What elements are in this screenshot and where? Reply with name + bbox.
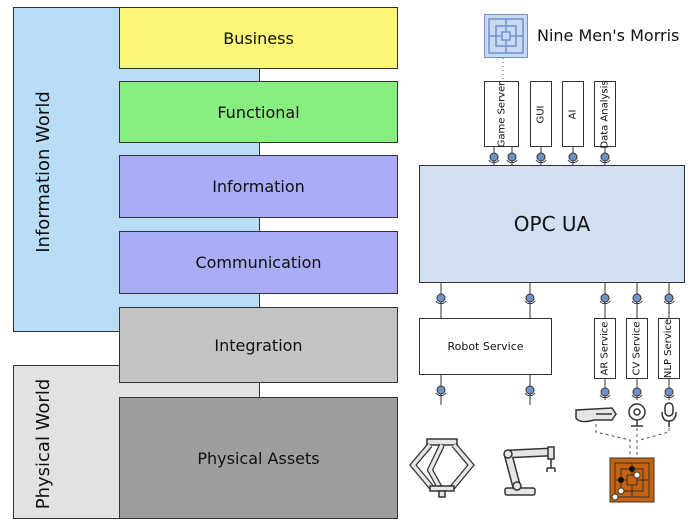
delta-robot-icon	[409, 438, 475, 498]
service-ar: AR Service	[594, 318, 616, 379]
physical-assets-layer: Physical Assets	[119, 397, 398, 519]
communication-layer: Communication	[119, 231, 398, 294]
functional-layer: Functional	[119, 81, 398, 143]
microphone-icon	[661, 402, 677, 427]
integration-layer: Integration	[119, 307, 398, 383]
service-ai: AI	[562, 81, 584, 147]
game-board-icon	[609, 457, 655, 503]
gripper-icon	[575, 407, 617, 423]
robot-service: Robot Service	[419, 318, 552, 375]
robot-arm-icon	[503, 446, 556, 496]
service-nlp: NLP Service	[658, 318, 680, 379]
opc-ua-hub: OPC UA	[419, 165, 685, 283]
service-game-server: Game Server	[484, 81, 519, 147]
information-layer: Information	[119, 155, 398, 218]
game-title: Nine Men's Morris	[537, 26, 680, 45]
game-board-icon-top	[484, 14, 528, 58]
business-layer: Business	[119, 7, 398, 69]
camera-icon	[628, 403, 646, 427]
service-gui: GUI	[530, 81, 552, 147]
service-data-analysis: Data Analysis	[594, 80, 616, 148]
service-cv: CV Service	[626, 318, 648, 379]
